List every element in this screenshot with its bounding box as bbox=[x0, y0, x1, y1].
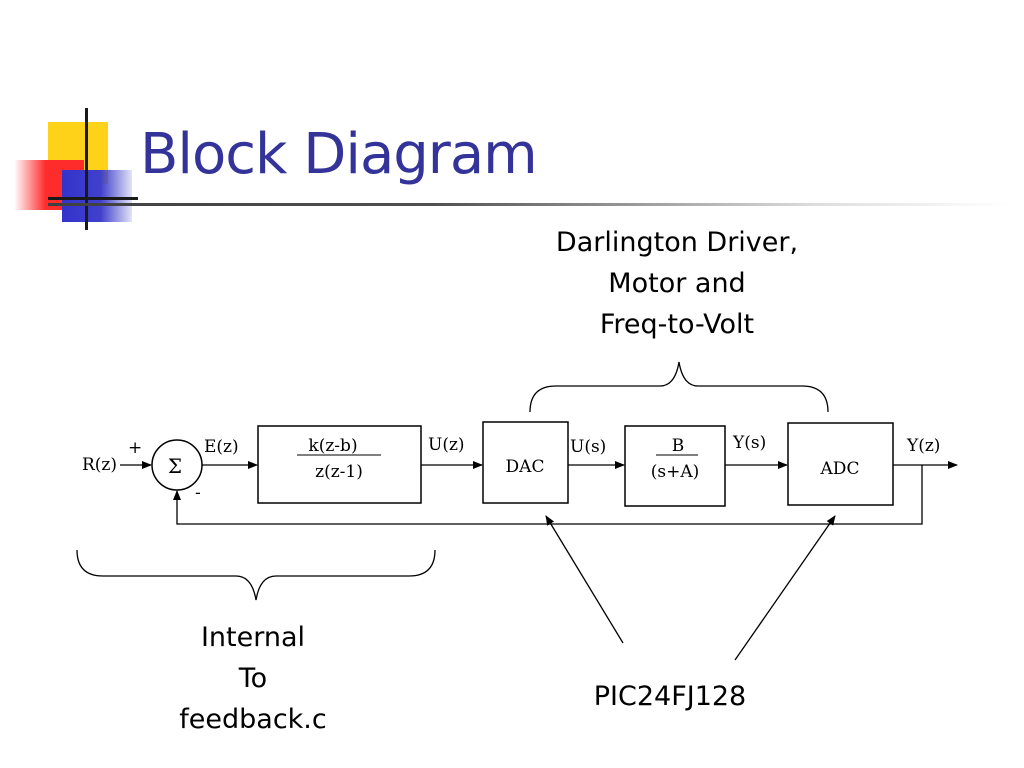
decor-vertical-line bbox=[85, 108, 88, 230]
signal-label-error: E(z) bbox=[204, 437, 239, 457]
pic-to-adc-arrow bbox=[734, 515, 836, 661]
signal-label-output-s: Y(s) bbox=[732, 433, 766, 453]
annotation-driver-line-1: Darlington Driver, bbox=[555, 227, 799, 258]
annotation-internal-line-3: feedback.c bbox=[179, 704, 327, 735]
plant-denominator: (s+A) bbox=[651, 462, 700, 482]
annotation-driver-line-3: Freq-to-Volt bbox=[599, 309, 755, 340]
dac-block bbox=[482, 421, 569, 504]
annotation-driver-line-2: Motor and bbox=[608, 268, 746, 299]
plant-numerator: B bbox=[672, 436, 685, 456]
summing-symbol: Σ bbox=[168, 454, 182, 478]
pic-to-dac-arrow bbox=[545, 515, 624, 644]
controller-denominator: z(z-1) bbox=[315, 462, 363, 482]
controller-numerator: k(z-b) bbox=[308, 436, 357, 456]
slide-title: Block Diagram bbox=[140, 122, 538, 187]
decor-horizontal-line bbox=[48, 197, 138, 200]
annotation-microcontroller: PIC24FJ128 bbox=[593, 681, 747, 712]
title-underline bbox=[48, 203, 1008, 206]
signal-label-input: R(z) bbox=[82, 455, 117, 475]
annotation-internal-line-1: Internal bbox=[200, 622, 306, 653]
dac-label: DAC bbox=[506, 457, 545, 477]
adc-label: ADC bbox=[820, 459, 860, 479]
signal-label-minus: - bbox=[195, 483, 201, 503]
signal-label-plus: + bbox=[128, 438, 142, 458]
top-brace bbox=[529, 361, 829, 413]
decor-blue-square bbox=[62, 170, 132, 222]
signal-label-output-z: Y(z) bbox=[906, 436, 940, 456]
annotation-driver-motor: Darlington Driver, Motor and Freq-to-Vol… bbox=[522, 222, 832, 345]
signal-label-control-z: U(z) bbox=[428, 435, 465, 455]
annotation-internal-line-2: To bbox=[238, 663, 268, 694]
left-brace bbox=[76, 549, 436, 601]
signal-label-control-s: U(s) bbox=[570, 437, 606, 457]
annotation-internal: Internal To feedback.c bbox=[153, 617, 353, 740]
adc-block bbox=[787, 422, 894, 506]
plant-block bbox=[624, 425, 726, 507]
